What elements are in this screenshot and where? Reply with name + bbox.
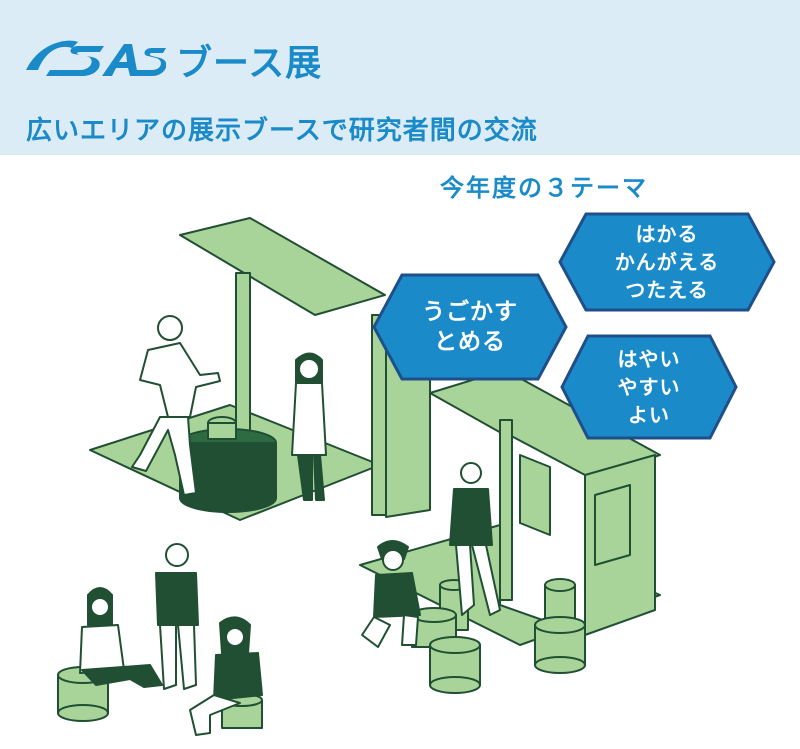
left-booth-roof — [179, 217, 386, 316]
header-banner: ブース展 広いエリアの展示ブースで研究者間の交流 — [0, 0, 800, 155]
page-subtitle: 広いエリアの展示ブースで研究者間の交流 — [26, 116, 538, 146]
right-booth-post — [499, 419, 513, 601]
themes-heading: 今年度の３テーマ — [440, 174, 648, 202]
person-crouching — [361, 540, 421, 648]
theme-line: やすい — [617, 375, 681, 399]
theme-line: よい — [628, 403, 670, 427]
stool — [544, 578, 576, 592]
theme-line: かんがえる — [614, 250, 720, 274]
drum-table — [179, 483, 277, 513]
theme-line: うごかす — [422, 299, 518, 325]
theme-line: とめる — [434, 329, 506, 355]
person-sitting-woman — [79, 587, 163, 688]
stool — [429, 676, 481, 694]
person-standing-woman — [291, 352, 327, 501]
stool — [534, 616, 586, 634]
stool — [57, 704, 109, 722]
poster — [519, 454, 551, 536]
theme-hex-move-stop: うごかす とめる — [372, 273, 568, 381]
stool — [429, 636, 481, 654]
stool — [534, 656, 586, 674]
theme-hex-measure-think-convey: はかる かんがえる つたえる — [558, 212, 776, 312]
theme-line: つたえる — [625, 278, 709, 302]
person-standing-man-group — [155, 543, 199, 690]
poster — [594, 484, 631, 566]
page-title: ブース展 — [176, 43, 323, 84]
sas-logo — [20, 36, 167, 76]
person-standing-man — [449, 462, 501, 616]
drum-table-top — [207, 422, 237, 440]
theme-hex-fast-cheap-good: はやい やすい よい — [560, 334, 738, 440]
theme-line: はやい — [617, 347, 681, 371]
theme-line: はかる — [635, 222, 699, 246]
person-sitting-woman-2 — [189, 616, 263, 736]
person-walking-man — [131, 315, 221, 496]
